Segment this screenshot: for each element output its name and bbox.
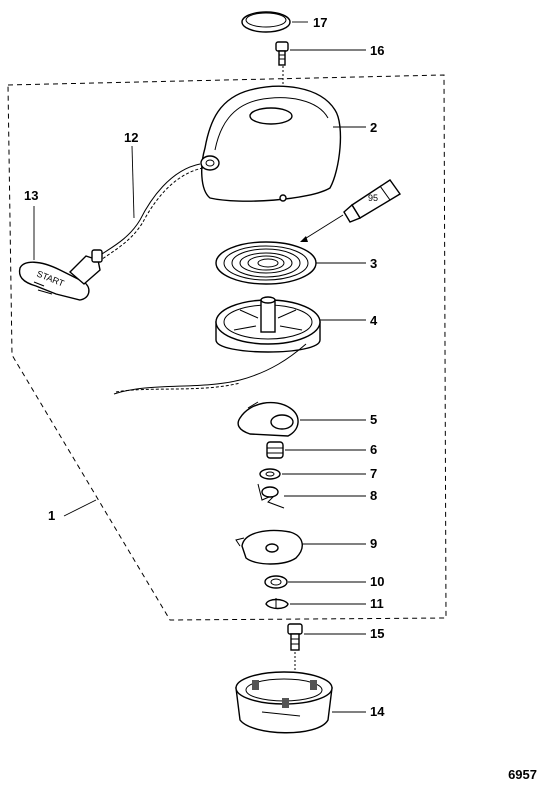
- part-17-cap: [241, 11, 291, 33]
- sealant-tube-icon: [343, 179, 402, 223]
- callout-10: 10: [370, 574, 384, 589]
- part-13-start-handle: [18, 249, 103, 301]
- callout-4: 4: [370, 313, 378, 328]
- part-7-washer: [259, 468, 281, 480]
- callout-14: 14: [370, 704, 385, 719]
- callout-16: 16: [370, 43, 384, 58]
- callout-1: 1: [48, 508, 55, 523]
- callout-7: 7: [370, 466, 377, 481]
- callout-12: 12: [124, 130, 138, 145]
- callout-11: 11: [370, 596, 384, 611]
- callout-8: 8: [370, 488, 377, 503]
- document-id: 6957: [508, 767, 537, 782]
- callout-3: 3: [370, 256, 377, 271]
- part-8-pawl-spring: [257, 483, 285, 509]
- part-15-bolt: [287, 623, 303, 651]
- part-14-starter-cup: [235, 671, 333, 734]
- part-11-clip: [265, 598, 289, 610]
- part-6-spring: [266, 441, 284, 459]
- part-12-starter-rope: [95, 163, 201, 259]
- callout-6: 6: [370, 442, 377, 457]
- part-10-nut: [264, 575, 288, 589]
- callout-17: 17: [313, 15, 327, 30]
- part-4-rope-pulley: [215, 296, 321, 353]
- callout-2: 2: [370, 120, 377, 135]
- part-9-cam-plate: [235, 529, 303, 565]
- part-3-recoil-spring: [215, 241, 317, 285]
- part-2-housing: [200, 85, 342, 202]
- part-16-screw: [275, 41, 289, 66]
- callout-9: 9: [370, 536, 377, 551]
- callout-13: 13: [24, 188, 38, 203]
- callout-15: 15: [370, 626, 384, 641]
- part-5-pawl-plate: [237, 401, 299, 437]
- starter-rope-lower: [113, 343, 307, 395]
- assembly-boundary: [7, 74, 447, 621]
- callout-5: 5: [370, 412, 377, 427]
- sealant-label: 95: [368, 193, 378, 203]
